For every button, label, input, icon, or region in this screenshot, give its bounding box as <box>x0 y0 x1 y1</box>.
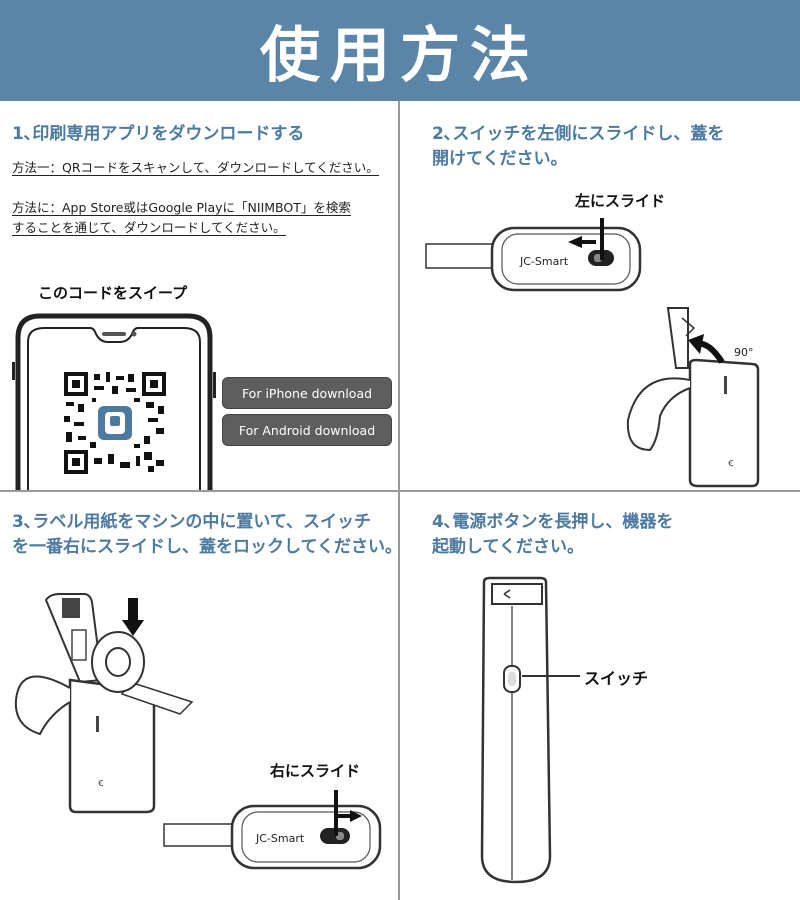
slide-left-label: 左にスライド <box>575 192 666 210</box>
android-download-button[interactable]: For Android download <box>222 414 392 446</box>
iphone-download-button[interactable]: For iPhone download <box>222 377 392 409</box>
device-side-illustration <box>480 576 580 884</box>
device-brand-text-2: JC-Smart <box>255 832 305 845</box>
step4-heading: 4､電源ボタンを長押し、機器を 起動してください。 <box>432 512 674 557</box>
step2-heading: 2､スイッチを左側にスライドし、蓋を 開けてください。 <box>432 124 725 169</box>
step1-method2: 方法に：App Store或はGoogle Playに「NIIMBOT」を検索 … <box>12 200 351 236</box>
device-loading-illustration: ꞓ <box>14 593 194 814</box>
angle-label: 90° <box>734 346 754 359</box>
step1-method1: 方法一：QRコードをスキャンして、ダウンロードしてください。 <box>12 160 379 176</box>
svg-text:ꞓ: ꞓ <box>728 456 734 469</box>
qr-code <box>64 372 166 474</box>
horizontal-divider <box>0 490 800 492</box>
page-title: 使用方法 <box>260 21 540 91</box>
svg-text:ꞓ: ꞓ <box>98 776 104 789</box>
device-lid-open-illustration: ꞓ 90° <box>626 307 760 488</box>
device-locked-illustration: JC-Smart <box>163 790 382 870</box>
slide-right-label: 右にスライド <box>270 762 361 780</box>
switch-label: スイッチ <box>584 669 649 688</box>
device-closed-illustration: JC-Smart <box>425 218 642 292</box>
scan-label: このコードをスイープ <box>38 284 188 302</box>
device-brand-text: JC-Smart <box>519 255 569 268</box>
step3-heading: 3､ラベル用紙をマシンの中に置いて、スイッチ を一番右にスライドし、蓋をロックし… <box>12 512 402 557</box>
title-banner: 使用方法 <box>0 0 800 101</box>
step1-heading: 1､印刷専用アプリをダウンロードする <box>12 124 305 144</box>
vertical-divider <box>398 101 400 900</box>
